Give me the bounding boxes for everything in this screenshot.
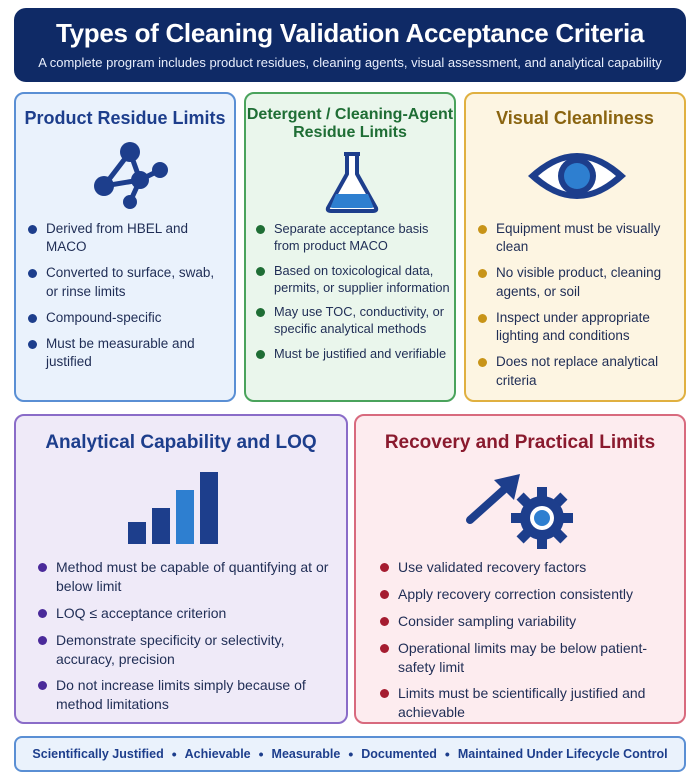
bullet-icon bbox=[256, 308, 265, 318]
bullet-icon bbox=[380, 616, 389, 626]
footer-principles: Scientifically Justified • Achievable • … bbox=[14, 736, 686, 772]
bullet-icon bbox=[38, 681, 47, 691]
criteria-list: Use validated recovery factors Apply rec… bbox=[380, 558, 680, 722]
criteria-list: Separate acceptance basis from product M… bbox=[256, 220, 452, 369]
card-analytical-capability: Analytical Capability and LOQ Method mus… bbox=[14, 414, 348, 724]
bullet-icon bbox=[28, 313, 37, 323]
card-title: Product Residue Limits bbox=[24, 108, 226, 128]
list-item: Operational limits may be below patient-… bbox=[380, 639, 680, 677]
separator-dot: • bbox=[348, 746, 354, 762]
footer-item: Maintained Under Lifecycle Control bbox=[457, 747, 668, 761]
bullet-icon bbox=[28, 225, 37, 234]
bullet-icon bbox=[478, 313, 487, 323]
card-detergent-residue: Detergent / Cleaning-Agent Residue Limit… bbox=[244, 92, 456, 402]
footer-item: Scientifically Justified bbox=[32, 747, 164, 761]
card-title: Visual Cleanliness bbox=[496, 108, 654, 128]
gear-arrow-icon bbox=[466, 474, 573, 549]
list-item: Inspect under appropriate lighting and c… bbox=[478, 309, 682, 345]
page-title: Types of Cleaning Validation Acceptance … bbox=[55, 18, 645, 48]
list-item: Demonstrate specificity or selectivity, … bbox=[38, 631, 338, 669]
molecule-icon bbox=[94, 142, 168, 209]
bullet-icon bbox=[256, 266, 265, 276]
bullet-icon bbox=[380, 689, 389, 699]
list-item: Limits must be scientifically justified … bbox=[380, 684, 680, 722]
flask-icon bbox=[325, 152, 379, 213]
bullet-icon bbox=[478, 358, 487, 368]
separator-dot: • bbox=[444, 746, 450, 762]
list-item: Does not replace analytical criteria bbox=[478, 353, 682, 389]
card-title: Recovery and Practical Limits bbox=[384, 432, 656, 453]
footer-item: Measurable bbox=[271, 747, 341, 761]
bar-chart-icon bbox=[128, 472, 218, 544]
list-item: Separate acceptance basis from product M… bbox=[256, 220, 452, 255]
list-item: Must be justified and verifiable bbox=[256, 345, 452, 362]
bullet-icon bbox=[38, 635, 47, 645]
list-item: Equipment must be visually clean bbox=[478, 220, 682, 256]
card-title: Analytical Capability and LOQ bbox=[45, 432, 317, 453]
list-item: Based on toxicological data, permits, or… bbox=[256, 262, 452, 297]
criteria-list: Equipment must be visually clean No visi… bbox=[478, 220, 682, 398]
bullet-icon bbox=[478, 225, 487, 234]
list-item: Apply recovery correction consistently bbox=[380, 585, 680, 604]
list-item: Compound-specific bbox=[28, 309, 228, 327]
bullet-icon bbox=[28, 269, 37, 279]
page-subtitle: A complete program includes product resi… bbox=[38, 55, 662, 70]
list-item: Must be measurable and justified bbox=[28, 335, 228, 371]
separator-dot: • bbox=[171, 746, 177, 762]
bullet-icon bbox=[380, 563, 389, 572]
card-recovery-practical: Recovery and Practical Limits Use valida… bbox=[354, 414, 686, 724]
bullet-icon bbox=[478, 269, 487, 279]
footer-item: Achievable bbox=[184, 747, 251, 761]
footer-item: Documented bbox=[361, 747, 437, 761]
list-item: LOQ ≤ acceptance criterion bbox=[38, 604, 338, 623]
card-product-residue: Product Residue Limits Derived from HBEL… bbox=[14, 92, 236, 402]
list-item: Derived from HBEL and MACO bbox=[28, 220, 228, 256]
eye-icon bbox=[528, 153, 626, 199]
criteria-list: Derived from HBEL and MACO Converted to … bbox=[28, 220, 228, 380]
bullet-icon bbox=[38, 563, 47, 572]
bullet-icon bbox=[380, 589, 389, 599]
list-item: May use TOC, conductivity, or specific a… bbox=[256, 303, 452, 338]
criteria-list: Method must be capable of quantifying at… bbox=[38, 558, 338, 722]
bullet-icon bbox=[256, 349, 265, 359]
list-item: Consider sampling variability bbox=[380, 612, 680, 631]
list-item: No visible product, cleaning agents, or … bbox=[478, 264, 682, 300]
bullet-icon bbox=[28, 340, 37, 350]
separator-dot: • bbox=[258, 746, 264, 762]
list-item: Do not increase limits simply because of… bbox=[38, 676, 338, 714]
card-visual-cleanliness: Visual Cleanliness Equipment must be vis… bbox=[464, 92, 686, 402]
bullet-icon bbox=[38, 608, 47, 618]
bullet-icon bbox=[256, 225, 265, 234]
header-banner: Types of Cleaning Validation Acceptance … bbox=[14, 8, 686, 82]
list-item: Use validated recovery factors bbox=[380, 558, 680, 577]
list-item: Converted to surface, swab, or rinse lim… bbox=[28, 264, 228, 300]
bullet-icon bbox=[380, 643, 389, 653]
list-item: Method must be capable of quantifying at… bbox=[38, 558, 338, 596]
card-title: Detergent / Cleaning-Agent Residue Limit… bbox=[246, 106, 454, 142]
